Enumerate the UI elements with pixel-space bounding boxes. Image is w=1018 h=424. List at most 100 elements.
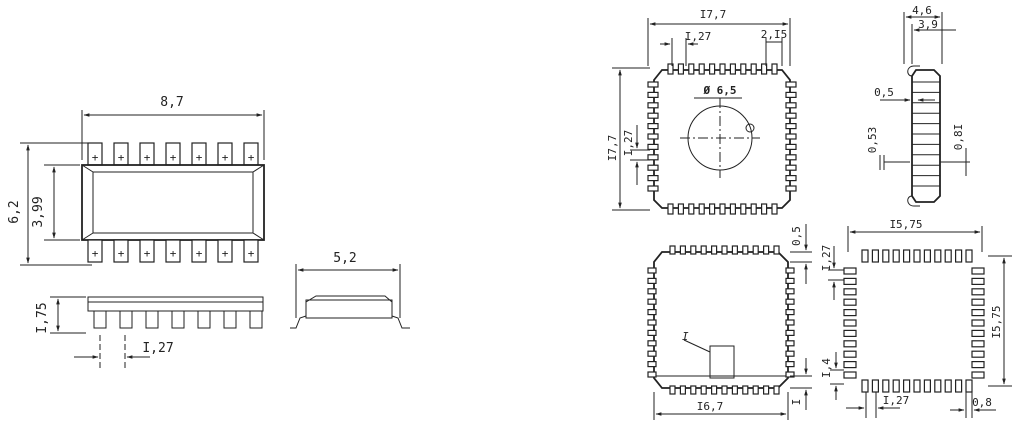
footprint-pad	[971, 371, 985, 379]
footprint-pad	[902, 249, 911, 263]
plcc-lead	[771, 63, 778, 75]
footprint-pad	[954, 249, 963, 263]
plcc-lead	[647, 122, 659, 130]
dim-plcc-lead-offset: 0,5	[874, 86, 894, 99]
soic-pin-mark: +	[222, 247, 229, 260]
soic-bottom-pins: +++++++	[87, 239, 259, 263]
plcc-bottom-lead	[669, 385, 676, 395]
plcc-bottom-lead	[762, 385, 770, 395]
soic-body	[81, 164, 265, 241]
dim-plcc-window: Ø 6,5	[702, 84, 736, 97]
footprint-pad	[934, 379, 942, 393]
footprint-pad	[971, 319, 985, 327]
plcc-bottom-lead	[785, 267, 795, 274]
plcc-lead	[750, 203, 757, 215]
plcc-bottom-lead	[710, 245, 718, 255]
plcc-lead	[647, 175, 659, 182]
footprint-pad	[843, 340, 857, 348]
plcc-lead	[729, 203, 737, 215]
plcc-lead	[688, 63, 695, 75]
plcc-bottom-lead	[785, 298, 795, 305]
plcc-bottom-lead	[700, 245, 707, 255]
soic-top-pins: +++++++	[87, 142, 259, 166]
dim-plcc-pitch: I,27	[685, 30, 712, 43]
soic-pin	[243, 239, 259, 263]
plcc-lead	[667, 203, 674, 215]
soic-pin	[191, 239, 207, 263]
plcc-lead	[688, 203, 695, 215]
plcc-bottom-lead	[647, 309, 657, 316]
soic-side-view: I,75 I,27	[35, 296, 264, 370]
plcc-bottom-lead	[785, 319, 795, 326]
soic-pin-mark: +	[144, 247, 151, 260]
plcc-lead	[785, 175, 797, 182]
plcc-lead	[760, 63, 768, 75]
plcc-bottom-lead	[773, 385, 780, 395]
plcc-bottom-lead	[700, 385, 707, 395]
plcc-lead	[785, 112, 797, 119]
plcc-lead	[785, 91, 797, 99]
plcc-bottom-lead	[647, 350, 657, 357]
plcc-bottom-lead	[647, 277, 657, 284]
footprint-pad	[882, 379, 890, 393]
plcc-bottom-lead	[785, 340, 795, 347]
dim-plcc-left-outline: I7,7	[606, 135, 619, 162]
soic-pin-mark: +	[248, 151, 255, 164]
soic-pin-mark: +	[196, 151, 203, 164]
plcc-bottom-lead	[690, 385, 697, 395]
soic-pin	[113, 239, 129, 263]
dim-footprint-pitch-v: I,27	[820, 245, 833, 272]
plcc-lead	[785, 122, 797, 130]
soic-end-view: 5,2	[290, 251, 410, 329]
plcc-bottom-lead	[647, 371, 657, 378]
footprint-pad	[913, 379, 921, 393]
dim-plcc-lead-a: 0,53	[866, 127, 879, 154]
footprint-pad	[971, 288, 985, 296]
plcc-bottom-lead	[647, 329, 657, 336]
plcc-bottom-lead	[742, 245, 749, 255]
plcc-lead	[740, 203, 747, 215]
dim-bottom-step: I	[790, 399, 803, 406]
plcc-bottom-lead	[785, 277, 795, 284]
soic-pin-mark: +	[118, 151, 125, 164]
plcc-lead	[647, 133, 659, 140]
footprint-pad	[944, 249, 952, 263]
soic-pin-mark: +	[222, 151, 229, 164]
footprint-pad	[944, 379, 952, 393]
plcc-lead	[719, 203, 726, 215]
plcc-bottom-lead	[785, 371, 795, 378]
plcc-bottom-lead	[731, 245, 739, 255]
plcc-bottom-lead	[731, 385, 739, 395]
plcc-bottom-view: I I6,7 0,5 I	[647, 224, 812, 420]
soic-body-inner	[92, 171, 254, 234]
dim-footprint-pad-len: I,4	[820, 358, 833, 378]
soic-pin-mark: +	[118, 247, 125, 260]
footprint-pad	[843, 371, 857, 379]
footprint-pad	[971, 277, 985, 285]
dim-footprint-span-h: I5,75	[889, 218, 922, 231]
footprint-pad	[971, 309, 985, 317]
footprint-pad	[923, 249, 932, 263]
plcc-lead	[647, 164, 659, 171]
plcc-lead	[647, 102, 659, 109]
soic-pin	[139, 239, 155, 263]
footprint-pad	[843, 319, 857, 327]
soic-side-lead	[171, 311, 185, 329]
footprint-pad	[843, 267, 857, 275]
footprint-pad	[843, 350, 857, 358]
dim-footprint-pitch-h: I,27	[883, 394, 910, 407]
plcc-lead	[667, 63, 674, 75]
plcc-lead	[708, 63, 716, 75]
plcc-bottom-lead	[647, 298, 657, 305]
dim-plcc-body-height: 3,9	[918, 18, 938, 31]
footprint-pad	[934, 249, 942, 263]
dim-bottom-body: I6,7	[697, 400, 724, 413]
plcc-bottom-lead	[647, 319, 657, 326]
plcc-lead	[698, 63, 705, 75]
soic-pin-mark: +	[196, 247, 203, 260]
plcc-lead	[785, 102, 797, 109]
plcc-bottom-lead	[721, 385, 728, 395]
footprint-pad	[965, 379, 973, 393]
plcc-top-view: Ø 6,5 I7,7 I,27 2,I5 I7,7 I,27	[606, 8, 797, 215]
plcc-bottom-lead	[679, 385, 687, 395]
